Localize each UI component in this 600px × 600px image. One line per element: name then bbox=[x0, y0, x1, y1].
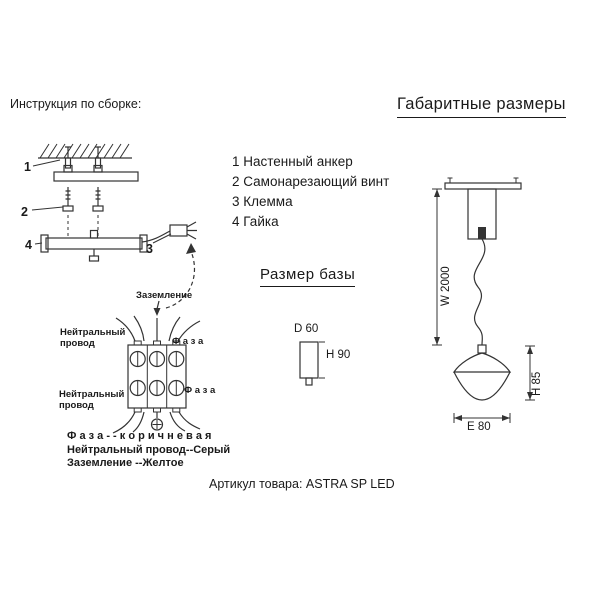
phase-label-bottom: Ф а з а bbox=[184, 385, 216, 396]
callout-4: 4 bbox=[25, 238, 32, 252]
callout-1: 1 bbox=[24, 160, 31, 174]
ground-arrow-icon bbox=[153, 300, 161, 316]
legend-neutral-color: Нейтральный провод--Серый bbox=[67, 443, 231, 456]
outgoing-wires-icon bbox=[112, 411, 201, 434]
pendant-wire-length-dim: W 2000 bbox=[440, 266, 452, 306]
mounting-bracket-icon bbox=[53, 164, 139, 182]
pendant-shade-width-dim: E 80 bbox=[467, 421, 491, 433]
ceiling-hatch-icon bbox=[39, 143, 130, 159]
callout-3: 3 bbox=[146, 242, 153, 256]
assembly-instructions-header: Инструкция по сборке: bbox=[10, 97, 142, 111]
phase-label-top: Ф а з а bbox=[172, 336, 204, 347]
legend-ground-color: Заземление --Желтое bbox=[67, 457, 184, 469]
dim-line-w bbox=[432, 188, 442, 346]
parts-list: 1 Настенный анкер 2 Самонарезающий винт … bbox=[232, 152, 389, 232]
parts-list-item-screw: 2 Самонарезающий винт bbox=[232, 174, 390, 189]
base-size-header: Размер базы bbox=[260, 266, 356, 287]
parts-list-item-terminal: 3 Клемма bbox=[232, 194, 293, 209]
ground-screw-icon bbox=[150, 418, 164, 431]
neutral-wire-label-bottom: Нейтральный провод bbox=[59, 389, 125, 411]
parts-list-item-anchor: 1 Настенный анкер bbox=[232, 154, 353, 169]
base-drawing bbox=[299, 341, 325, 386]
wiring-terminal-diagram bbox=[112, 300, 201, 434]
wire-color-legend: Ф а з а - - к о р и ч н е в а я Нейтраль… bbox=[67, 430, 230, 471]
callout-leader-lines bbox=[31, 159, 172, 245]
dashed-pointer-arrow-icon bbox=[165, 243, 196, 309]
overall-dimensions-header: Габаритные размеры bbox=[397, 95, 566, 118]
terminal-connector-icon bbox=[141, 221, 197, 243]
terminal-block-icon bbox=[127, 340, 187, 413]
parts-list-item-nut: 4 Гайка bbox=[232, 214, 279, 229]
cord-icon bbox=[473, 238, 486, 346]
legend-phase-color: Ф а з а - - к о р и ч н е в а я bbox=[67, 430, 212, 442]
base-dim-ticks bbox=[319, 341, 325, 379]
base-stem-icon bbox=[305, 377, 313, 386]
lamp-shade-icon bbox=[452, 344, 512, 401]
callout-2: 2 bbox=[21, 205, 28, 219]
dim-line-h bbox=[525, 345, 535, 401]
wall-anchor-icon bbox=[64, 146, 102, 169]
base-height-dim: H 90 bbox=[326, 349, 351, 361]
base-diameter-dim: D 60 bbox=[294, 323, 319, 335]
pendant-lamp-drawing bbox=[432, 177, 535, 423]
base-body-icon bbox=[299, 341, 319, 379]
incoming-wires-icon bbox=[115, 315, 201, 342]
fixture-plate-icon bbox=[40, 229, 148, 262]
canopy-icon bbox=[467, 188, 497, 240]
pendant-shade-height-dim: H 85 bbox=[531, 371, 543, 396]
neutral-wire-label-top: Нейтральный провод bbox=[60, 327, 126, 349]
dim-line-e bbox=[453, 413, 511, 423]
ground-label: Заземление bbox=[136, 290, 193, 301]
product-article: Артикул товара: ASTRA SP LED bbox=[209, 477, 395, 491]
self-tapping-screw-icon bbox=[62, 187, 104, 212]
assembly-exploded-diagram bbox=[31, 143, 197, 309]
ceiling-plate-icon bbox=[444, 177, 522, 190]
